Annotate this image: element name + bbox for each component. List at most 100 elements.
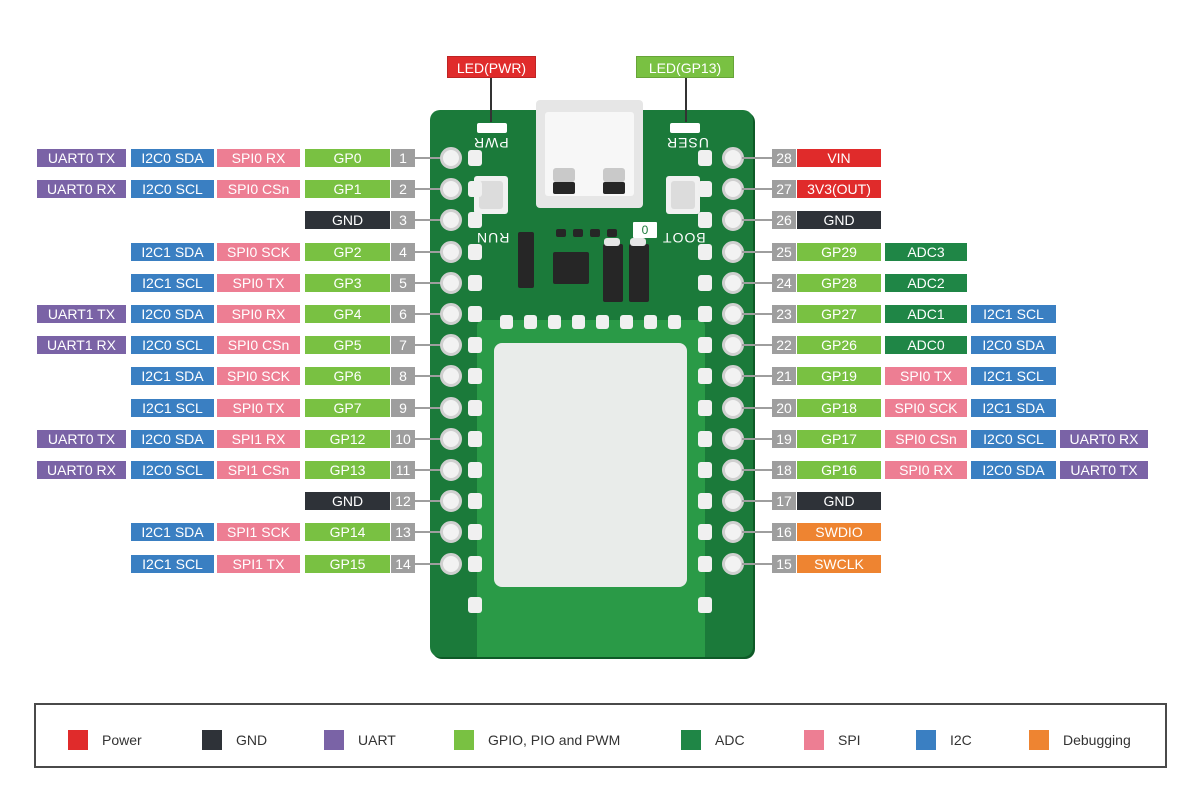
right-pin-19-label-2: I2C0 SCL — [971, 430, 1056, 448]
legend-swatch-power — [68, 730, 88, 750]
left-pin-5-castellation — [468, 275, 482, 291]
left-pin-3-hole — [440, 209, 462, 231]
silk-run: RUN — [476, 230, 510, 246]
left-pin-6-number: 6 — [391, 305, 415, 323]
left-pin-9-label-3: GP7 — [305, 399, 390, 417]
left-pin-6-label-0: UART1 TX — [37, 305, 126, 323]
legend-swatch-debug — [1029, 730, 1049, 750]
right-pin-15-leader — [742, 563, 772, 565]
right-pin-21-label-2: I2C1 SCL — [971, 367, 1056, 385]
usb-pad-left — [553, 182, 575, 194]
left-pin-10-leader — [415, 438, 445, 440]
user-led — [670, 123, 700, 133]
right-pin-28-hole — [722, 147, 744, 169]
right-pin-16-castellation — [698, 524, 712, 540]
left-pin-2-label-3: GP1 — [305, 180, 390, 198]
left-pin-1-label-1: I2C0 SDA — [131, 149, 214, 167]
resistor-2 — [573, 229, 583, 237]
right-pin-23-label-1: ADC1 — [885, 305, 967, 323]
silk-pwr: PWR — [473, 135, 509, 151]
left-pin-1-label-2: SPI0 RX — [217, 149, 300, 167]
left-pin-3-castellation — [468, 212, 482, 228]
right-pin-15-hole — [722, 553, 744, 575]
left-pin-4-label-3: GP2 — [305, 243, 390, 261]
right-pin-27-number: 27 — [772, 180, 796, 198]
module-top-pad-6 — [620, 315, 633, 329]
right-pin-26-hole — [722, 209, 744, 231]
left-pin-7-label-3: GP5 — [305, 336, 390, 354]
right-pin-20-castellation — [698, 400, 712, 416]
left-pin-8-label-3: GP6 — [305, 367, 390, 385]
left-pin-2-label-1: I2C0 SCL — [131, 180, 214, 198]
legend-swatch-spi — [804, 730, 824, 750]
left-pin-14-castellation — [468, 556, 482, 572]
left-pin-10-label-3: GP12 — [305, 430, 390, 448]
right-pin-21-number: 21 — [772, 367, 796, 385]
left-pin-13-label-2: SPI1 SCK — [217, 523, 300, 541]
right-pin-28-number: 28 — [772, 149, 796, 167]
right-pin-24-hole — [722, 272, 744, 294]
right-pin-17-leader — [742, 500, 772, 502]
left-pin-13-leader — [415, 531, 445, 533]
left-pin-13-label-1: I2C1 SDA — [131, 523, 214, 541]
right-pin-28-castellation — [698, 150, 712, 166]
left-pin-12-number: 12 — [391, 492, 415, 510]
right-pin-23-label-0: GP27 — [797, 305, 881, 323]
left-pin-5-label-1: I2C1 SCL — [131, 274, 214, 292]
right-pin-24-castellation — [698, 275, 712, 291]
right-pin-27-hole — [722, 178, 744, 200]
left-pin-11-label-3: GP13 — [305, 461, 390, 479]
resistor-3 — [590, 229, 600, 237]
left-pin-2-leader — [415, 188, 445, 190]
right-pin-25-number: 25 — [772, 243, 796, 261]
left-pin-11-label-0: UART0 RX — [37, 461, 126, 479]
module-top-pad-1 — [500, 315, 513, 329]
right-pin-15-label-0: SWCLK — [797, 555, 881, 573]
left-pin-4-number: 4 — [391, 243, 415, 261]
left-pin-3-leader — [415, 219, 445, 221]
left-pin-1-label-0: UART0 TX — [37, 149, 126, 167]
left-pin-5-number: 5 — [391, 274, 415, 292]
right-pin-17-hole — [722, 490, 744, 512]
right-pin-16-hole — [722, 521, 744, 543]
right-pin-21-label-0: GP19 — [797, 367, 881, 385]
right-pin-27-leader — [742, 188, 772, 190]
left-pin-4-label-2: SPI0 SCK — [217, 243, 300, 261]
right-pin-25-label-0: GP29 — [797, 243, 881, 261]
legend-label-power: Power — [102, 732, 142, 748]
right-pin-20-leader — [742, 407, 772, 409]
diode-pad-2 — [630, 238, 646, 246]
right-pin-23-label-2: I2C1 SCL — [971, 305, 1056, 323]
right-pin-23-hole — [722, 303, 744, 325]
right-pin-22-number: 22 — [772, 336, 796, 354]
right-pin-24-label-1: ADC2 — [885, 274, 967, 292]
right-pin-15-number: 15 — [772, 555, 796, 573]
led-gp13-leader — [685, 78, 687, 122]
legend-swatch-i2c — [916, 730, 936, 750]
right-pin-22-leader — [742, 344, 772, 346]
right-pin-22-castellation — [698, 337, 712, 353]
left-pin-12-label-3: GND — [305, 492, 390, 510]
right-pin-19-label-3: UART0 RX — [1060, 430, 1148, 448]
legend-label-spi: SPI — [838, 732, 861, 748]
legend-label-gpio: GPIO, PIO and PWM — [488, 732, 621, 748]
right-pin-17-label-0: GND — [797, 492, 881, 510]
left-pin-4-label-1: I2C1 SDA — [131, 243, 214, 261]
module-top-pad-3 — [548, 315, 561, 329]
right-pin-19-hole — [722, 428, 744, 450]
left-pin-4-leader — [415, 251, 445, 253]
module-shield — [494, 343, 687, 587]
left-pin-14-leader — [415, 563, 445, 565]
led-pwr-leader — [490, 78, 492, 122]
left-pin-5-label-2: SPI0 TX — [217, 274, 300, 292]
left-pin-2-hole — [440, 178, 462, 200]
right-pin-25-leader — [742, 251, 772, 253]
left-pin-14-hole — [440, 553, 462, 575]
right-pin-18-leader — [742, 469, 772, 471]
led-gp13-callout: LED(GP13) — [636, 56, 734, 78]
right-pin-26-castellation — [698, 212, 712, 228]
left-pin-2-castellation — [468, 181, 482, 197]
right-pin-26-leader — [742, 219, 772, 221]
legend-swatch-adc — [681, 730, 701, 750]
